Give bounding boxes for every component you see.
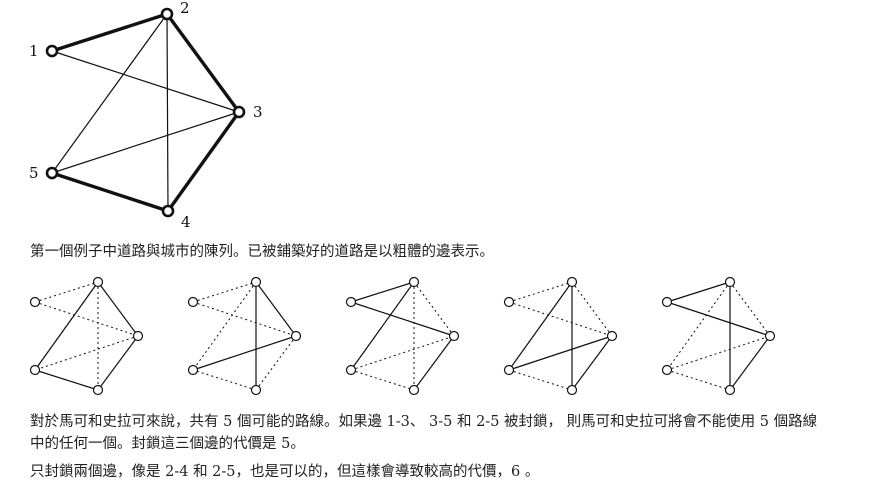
main-graph	[45, 7, 246, 218]
caption-alternative-cost: 只封鎖兩個邊，像是 2-4 和 2-5，也是可以的，但這樣會導致較高的代價，6 …	[30, 464, 540, 480]
path-diagram-5	[661, 276, 776, 396]
edge-2-3-paved	[165, 12, 241, 114]
node-4	[161, 204, 175, 218]
node-1	[45, 44, 59, 58]
path-diagrams	[29, 276, 776, 396]
node-label-4: 4	[181, 213, 191, 231]
caption-paths-line-2: 中的任何一個。封鎖這三個邊的代價是 5。	[30, 436, 305, 452]
caption-paths-line-1: 對於馬可和史拉可來說，共有 5 個可能的路線。如果邊 1-3、 3-5 和 2-…	[30, 414, 818, 430]
node-label-3: 3	[253, 103, 263, 121]
node-2	[160, 7, 174, 21]
edge-4-5-paved	[51, 171, 169, 213]
node-label-2: 2	[180, 0, 190, 17]
node-5	[45, 166, 59, 180]
edge-3-4-paved	[166, 111, 241, 212]
node-label-1: 1	[29, 42, 39, 60]
path-diagram-2	[187, 276, 302, 396]
node-3	[232, 105, 246, 119]
edge-1-3	[51, 50, 240, 113]
path-diagram-1	[29, 276, 144, 396]
graph-figure	[29, 7, 776, 396]
caption-graph-description: 第一個例子中道路與城市的陳列。已被鋪築好的道路是以粗體的邊表示。	[30, 244, 494, 260]
edge-1-2-paved	[51, 12, 168, 53]
edge-2-4	[166, 13, 169, 212]
node-label-5: 5	[29, 164, 39, 182]
path-diagram-4	[503, 276, 618, 396]
edge-3-5	[51, 111, 240, 174]
edge-2-5	[51, 13, 168, 174]
path-diagram-3	[345, 276, 460, 396]
